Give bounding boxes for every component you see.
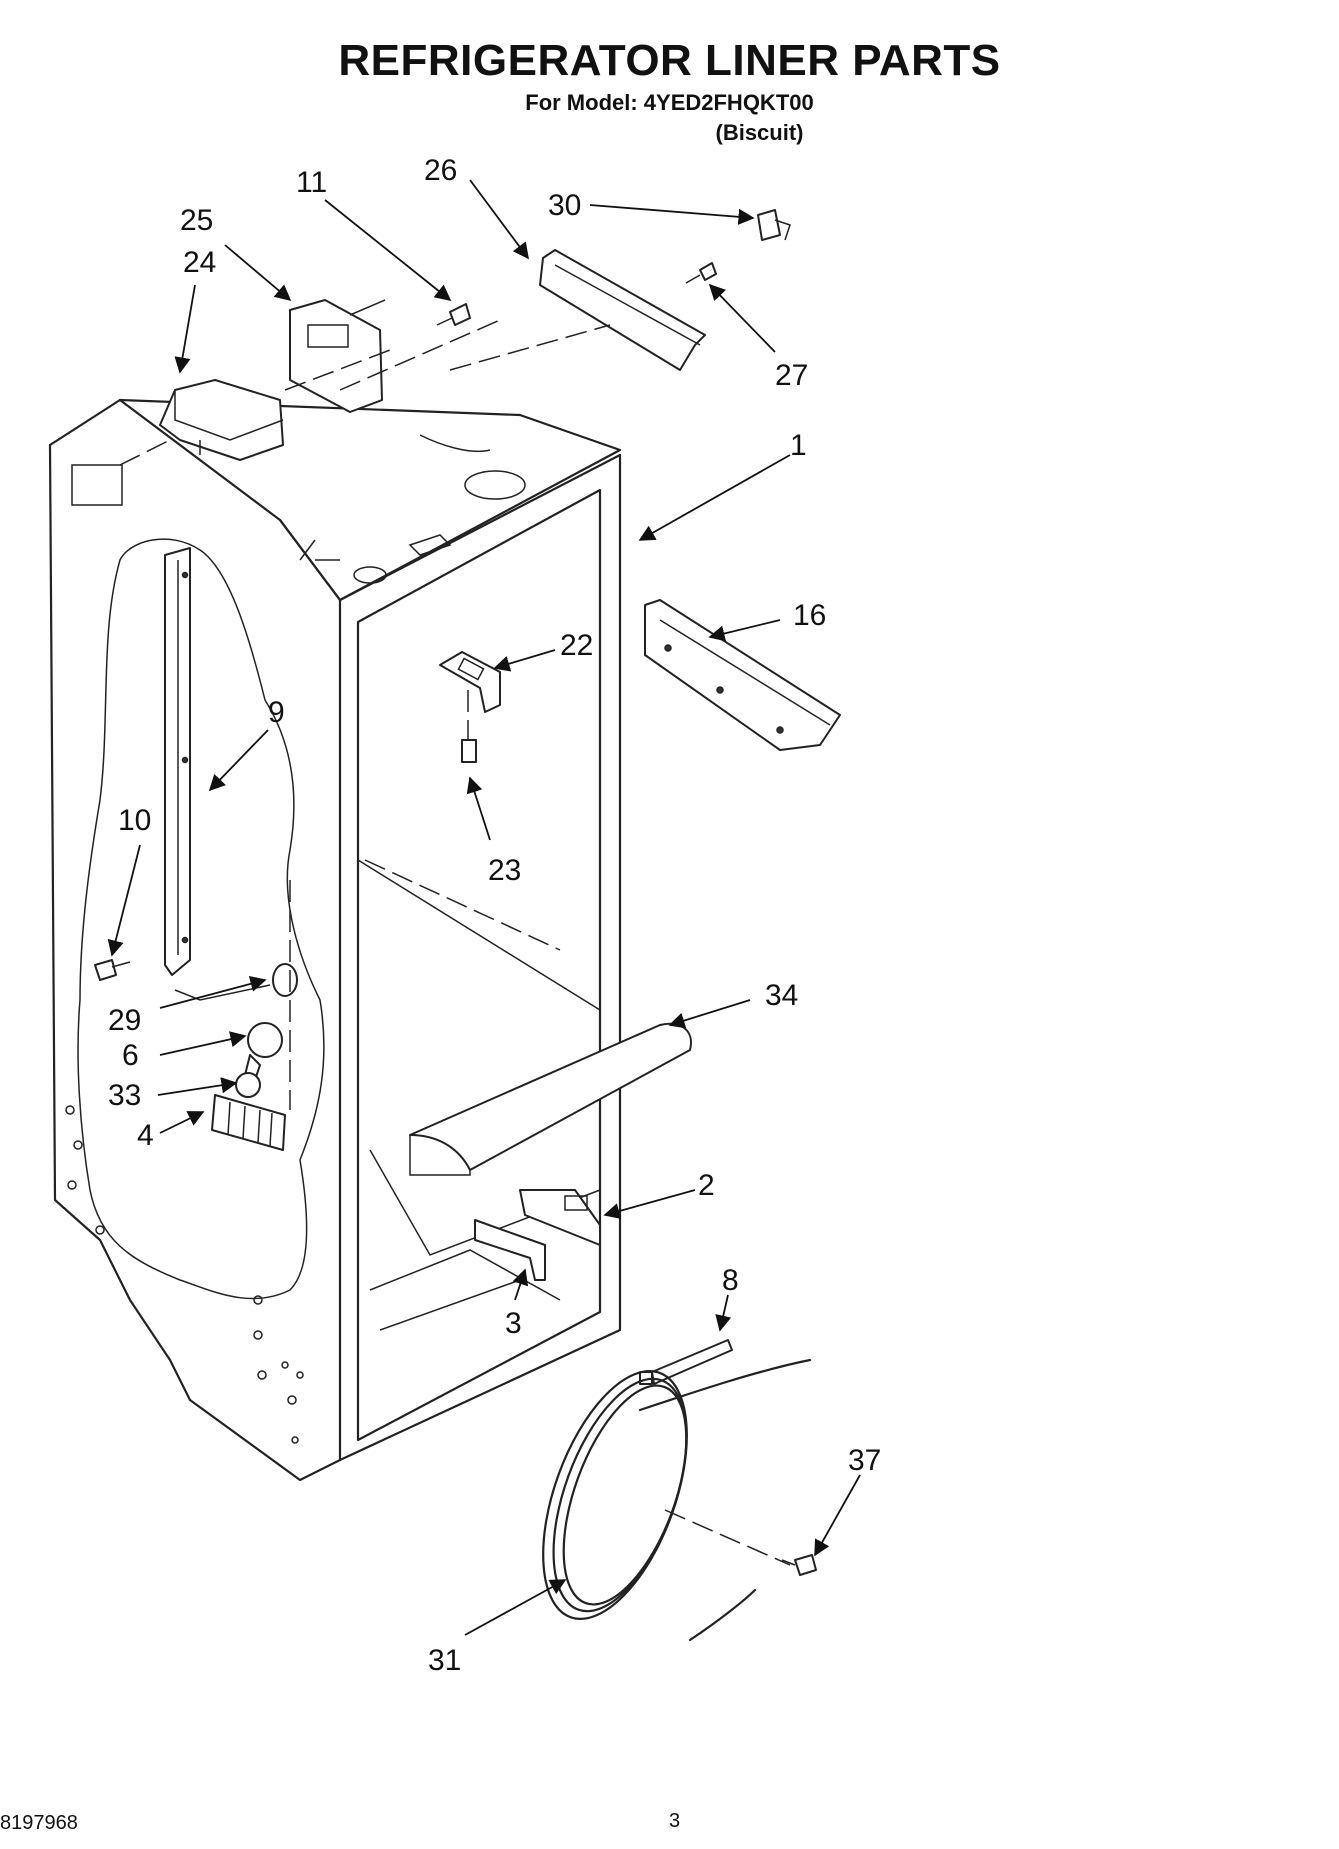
part-25-bracket	[289, 299, 386, 413]
liner-cabinet	[48, 398, 622, 1482]
callout-10: 10	[118, 804, 151, 837]
part-4-grille	[211, 1094, 286, 1151]
callouts: 1 2 3 4 6 8 9 10 11 16 22 23 24 25 26 27…	[108, 154, 881, 1677]
callout-31: 31	[428, 1644, 461, 1677]
callout-29: 29	[108, 1004, 141, 1037]
callout-23: 23	[488, 854, 521, 887]
part-3-bracket	[474, 1219, 546, 1281]
part-9-rail	[164, 547, 191, 976]
document-number: 8197968	[0, 1812, 78, 1834]
part-8-tie	[639, 1339, 733, 1385]
color-line: (Biscuit)	[715, 120, 804, 145]
model-line: For Model: 4YED2FHQKT00	[525, 90, 814, 115]
part-24-housing	[159, 379, 284, 461]
page-number: 3	[669, 1810, 681, 1832]
callout-1: 1	[790, 429, 807, 462]
callout-25: 25	[180, 204, 213, 237]
callout-11: 11	[296, 166, 327, 199]
part-27-screw	[685, 262, 717, 284]
part-34-cover	[409, 1022, 692, 1176]
callout-8: 8	[722, 1264, 739, 1297]
callout-4: 4	[137, 1119, 154, 1152]
part-31-tubing	[542, 1358, 812, 1642]
part-30-clip	[757, 209, 791, 241]
callout-3: 3	[505, 1307, 522, 1340]
callout-16: 16	[793, 599, 826, 632]
callout-9: 9	[268, 696, 285, 729]
part-2-bracket	[519, 1189, 601, 1246]
callout-24: 24	[183, 246, 216, 279]
callout-6: 6	[122, 1039, 139, 1072]
callout-2: 2	[698, 1169, 715, 1202]
callout-33: 33	[108, 1079, 141, 1112]
part-10-screw	[94, 959, 131, 981]
page-title: REFRIGERATOR LINER PARTS	[338, 36, 1001, 85]
light-assembly	[174, 880, 298, 1110]
callout-30: 30	[548, 189, 581, 222]
callout-26: 26	[424, 154, 457, 187]
callout-22: 22	[560, 629, 593, 662]
part-16-channel	[644, 599, 841, 751]
part-37-screw	[781, 1554, 817, 1576]
leader-lines	[107, 179, 861, 1636]
callout-27: 27	[775, 359, 808, 392]
part-11-screw	[436, 303, 471, 326]
part-23-screw	[461, 739, 477, 763]
callout-37: 37	[848, 1444, 881, 1477]
part-22-bracket	[439, 651, 501, 740]
callout-34: 34	[765, 979, 798, 1012]
part-26-channel	[539, 249, 706, 371]
